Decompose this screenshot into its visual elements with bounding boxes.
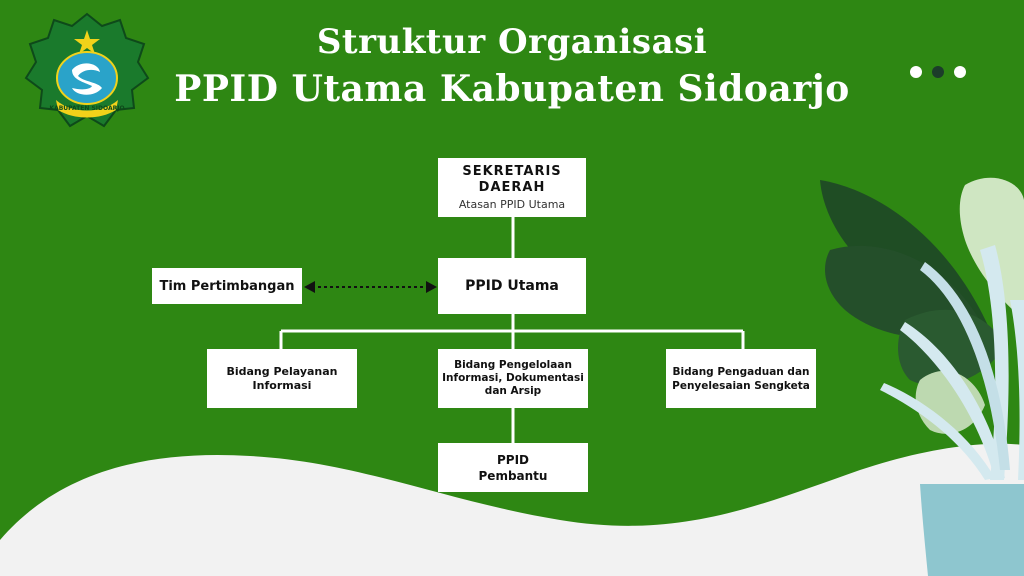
- sekda-box: SEKRETARIS DAERAH Atasan PPID Utama: [438, 158, 586, 217]
- bidang-pengelolaan-box: Bidang Pengelolaan Informasi, Dokumentas…: [438, 349, 588, 408]
- plant-pot: [920, 484, 1024, 576]
- pager-dot[interactable]: [910, 66, 922, 78]
- bidang-pengaduan-box: Bidang Pengaduan dan Penyelesaian Sengke…: [666, 349, 816, 408]
- kabupaten-sidoarjo-logo: KABUPATEN SIDOARJO: [24, 12, 150, 128]
- connector-lines: [279, 217, 745, 443]
- bidang-pelayanan-title: Bidang Pelayanan Informasi: [226, 364, 338, 392]
- tim-pertimbangan-box: Tim Pertimbangan: [152, 268, 302, 304]
- page-title-line1: Struktur Organisasi: [316, 22, 708, 62]
- logo-caption: KABUPATEN SIDOARJO: [49, 105, 124, 112]
- bidang-pelayanan-box: Bidang Pelayanan Informasi: [207, 349, 357, 408]
- ppid-pembantu-box: PPID Pembantu: [438, 443, 588, 492]
- page-title-line2: PPID Utama Kabupaten Sidoarjo: [174, 68, 850, 110]
- ppid-pembantu-title: PPID Pembantu: [478, 452, 548, 483]
- sekda-title: SEKRETARIS DAERAH: [462, 164, 562, 195]
- pager-dot-active[interactable]: [932, 66, 944, 78]
- ppid-utama-title: PPID Utama: [465, 278, 559, 294]
- bidang-pengelolaan-title: Bidang Pengelolaan Informasi, Dokumentas…: [442, 359, 584, 397]
- dashed-link-arrow: [304, 281, 437, 293]
- bidang-pengaduan-title: Bidang Pengaduan dan Penyelesaian Sengke…: [672, 365, 810, 392]
- ppid-utama-box: PPID Utama: [438, 258, 586, 314]
- bottom-wave: [0, 443, 1024, 576]
- sekda-subtitle: Atasan PPID Utama: [458, 198, 566, 211]
- pager-dot[interactable]: [954, 66, 966, 78]
- plant-illustration: [820, 177, 1024, 480]
- tim-pertimbangan-title: Tim Pertimbangan: [159, 278, 295, 294]
- pager-dots: [910, 66, 970, 80]
